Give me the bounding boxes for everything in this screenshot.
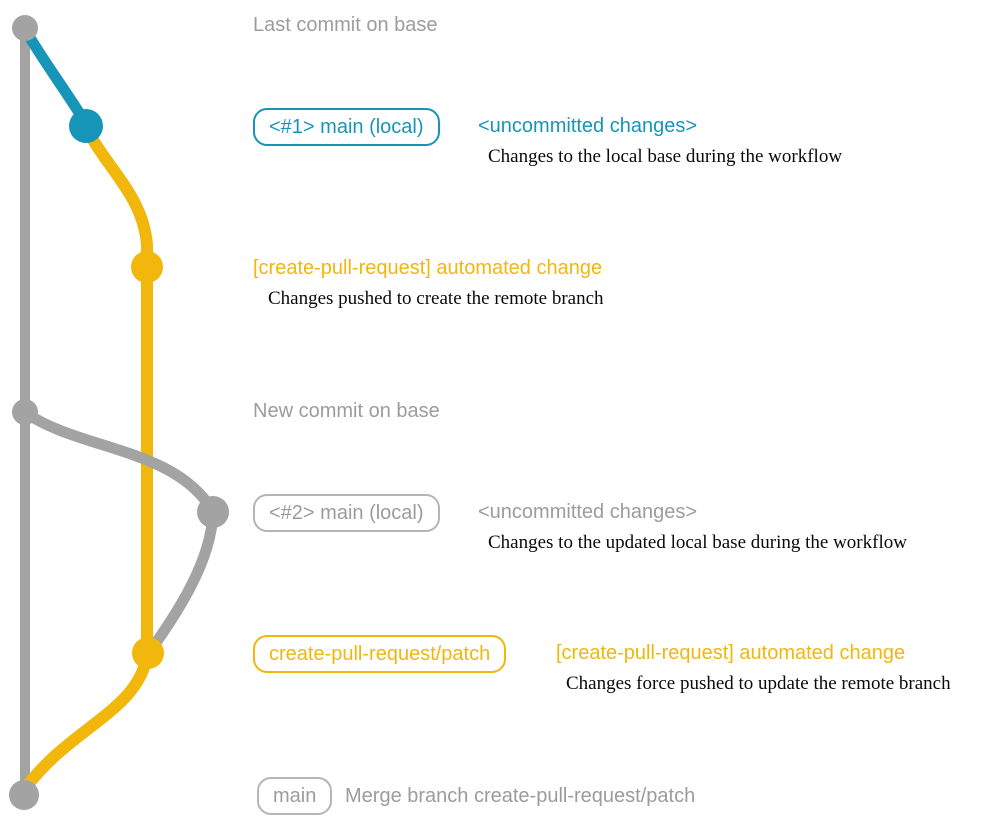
uncommitted-changes-label-2: <uncommitted changes>: [478, 501, 698, 523]
automated-change-label-1: [create-pull-request] automated change: [253, 257, 603, 279]
branch-badge-main: main: [257, 777, 333, 815]
commit-dot-local-2: [197, 496, 229, 528]
push-description: Changes pushed to create the remote bran…: [268, 288, 604, 309]
local-changes-branch-line: [20, 25, 91, 128]
patch-merge-line: [21, 649, 153, 792]
merge-commit-label: Merge branch create-pull-request/patch: [345, 785, 696, 807]
branch-badge-patch: create-pull-request/patch: [253, 635, 507, 673]
local-changes-description-1: Changes to the local base during the wor…: [488, 146, 843, 167]
commit-dot-patch-2: [132, 637, 164, 669]
new-commit-label: New commit on base: [253, 400, 440, 422]
updated-local-branch-line-in: [145, 507, 219, 656]
branch-badge-main-local-2: <#2> main (local): [253, 494, 440, 532]
automated-change-label-2: [create-pull-request] automated change: [556, 642, 906, 664]
commit-dot-base-merge: [9, 780, 39, 810]
uncommitted-changes-label-1: <uncommitted changes>: [478, 115, 698, 137]
force-push-description: Changes force pushed to update the remot…: [566, 673, 951, 694]
commit-dot-patch-1: [131, 251, 163, 283]
commit-dot-base-new: [12, 399, 38, 425]
branch-badge-main-local-1: <#1> main (local): [253, 108, 440, 146]
commit-dot-base-last: [12, 15, 38, 41]
updated-local-branch-line-out: [20, 407, 218, 516]
commit-graph: [9, 15, 229, 810]
last-commit-label: Last commit on base: [253, 14, 438, 36]
patch-branch-line: [81, 123, 153, 658]
local-changes-description-2: Changes to the updated local base during…: [488, 532, 907, 553]
commit-dot-local-1: [69, 109, 103, 143]
